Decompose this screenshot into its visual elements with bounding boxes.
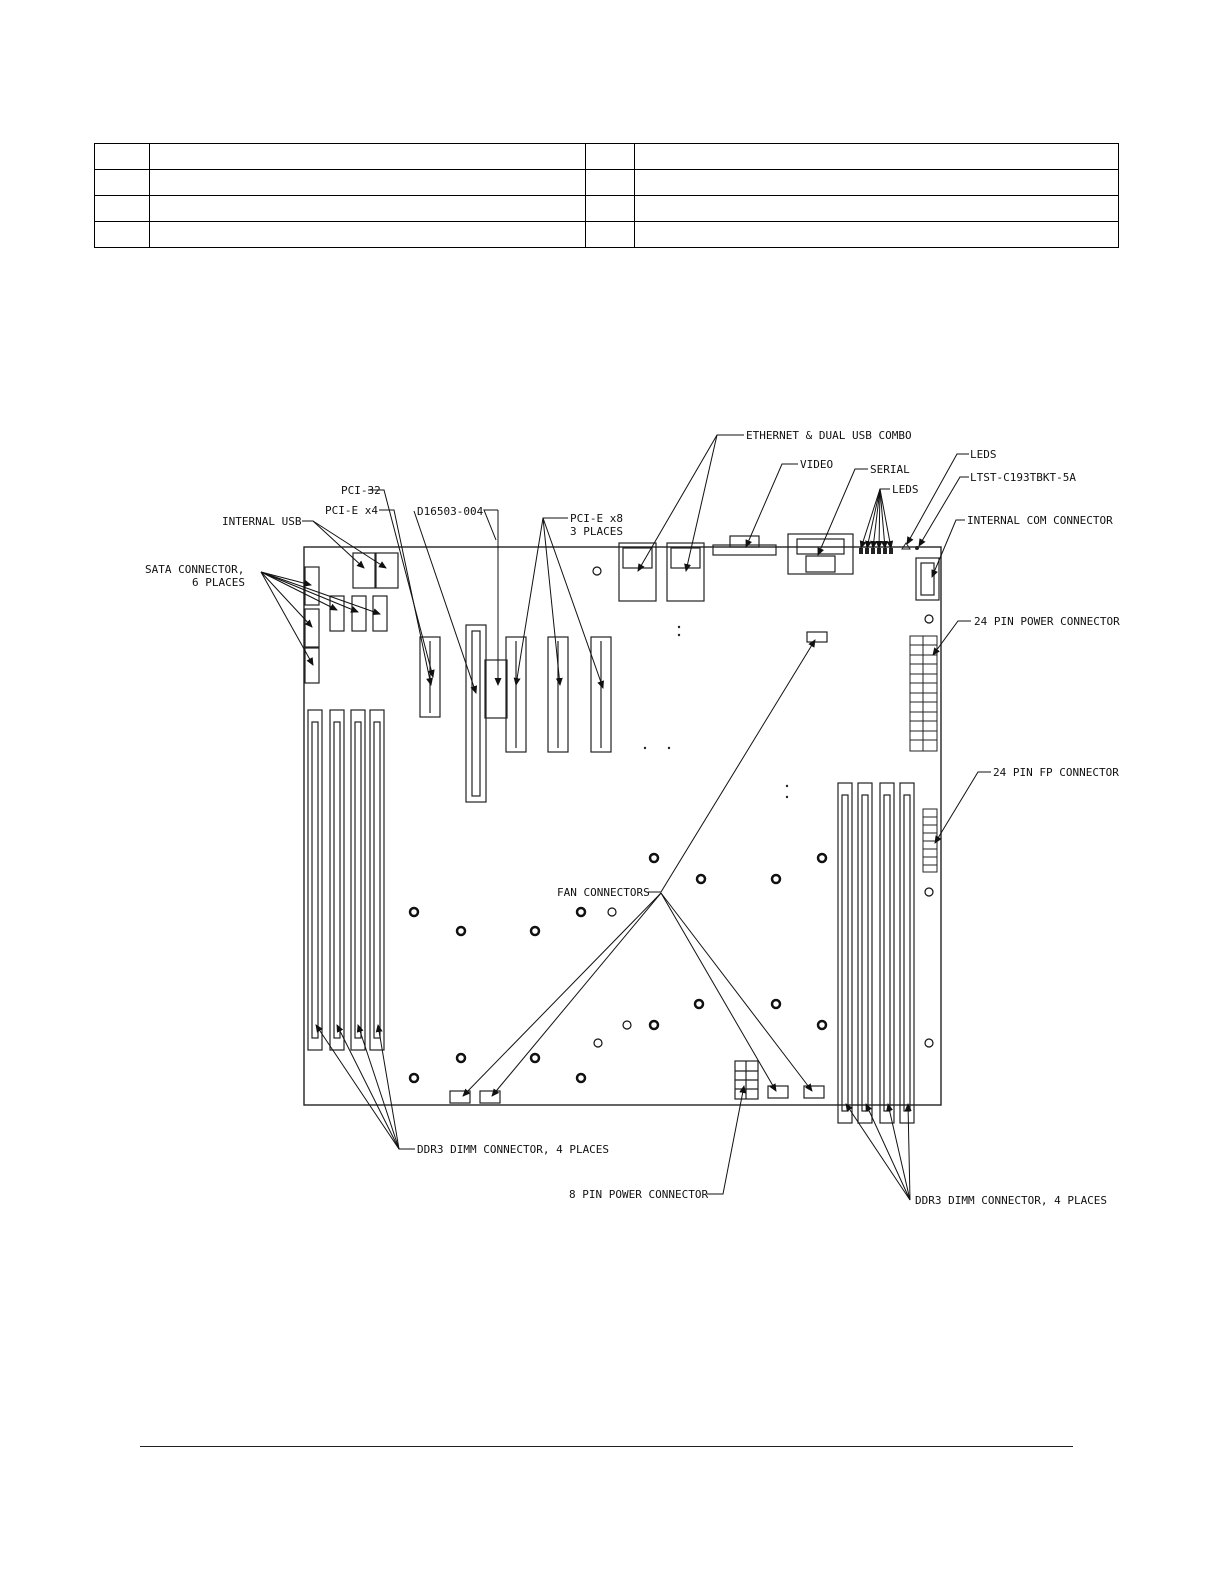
label-ddr3-right: DDR3 DIMM CONNECTOR, 4 PLACES <box>915 1194 1107 1207</box>
label-sata-line2: 6 PLACES <box>192 576 245 589</box>
label-serial: SERIAL <box>870 463 910 476</box>
d16503-chip <box>484 659 508 719</box>
fp-24pin-connector <box>922 808 938 873</box>
label-fan-connectors: FAN CONNECTORS <box>557 886 650 899</box>
table-cell <box>585 143 635 170</box>
dimm-slots-right <box>837 782 915 1124</box>
table-cell <box>149 169 586 196</box>
dimm-slots-left <box>307 709 385 1051</box>
leader-lines <box>260 434 991 1201</box>
label-internal-usb: INTERNAL USB <box>222 515 302 528</box>
power-8pin-connector <box>734 1060 759 1100</box>
table-cell <box>94 195 150 222</box>
table-cell <box>585 195 635 222</box>
internal-usb-headers <box>352 552 399 589</box>
table-row <box>94 169 1119 196</box>
label-leds-top: LEDS <box>970 448 997 461</box>
revision-table <box>94 143 1119 248</box>
label-power-24pin: 24 PIN POWER CONNECTOR <box>974 615 1120 628</box>
label-d16503: D16503-004 <box>417 505 484 518</box>
pcie-x8-slots <box>505 636 612 753</box>
label-internal-com: INTERNAL COM CONNECTOR <box>967 514 1113 527</box>
label-sata-line1: SATA CONNECTOR, <box>145 563 244 576</box>
table-row <box>94 221 1119 248</box>
fan-connectors <box>449 631 828 1104</box>
table-cell <box>149 221 586 248</box>
label-leds: LEDS <box>892 483 919 496</box>
video-connector <box>712 535 777 556</box>
power-24pin-connector <box>909 635 938 752</box>
serial-connector <box>787 533 854 575</box>
board-outline <box>303 546 942 1106</box>
sata-connectors <box>304 566 388 684</box>
label-ethernet-usb: ETHERNET & DUAL USB COMBO <box>746 429 912 442</box>
label-pcie-x8-line1: PCI-E x8 <box>570 512 623 525</box>
label-ltst: LTST-C193TBKT-5A <box>970 471 1076 484</box>
label-pci32: PCI-32 <box>341 484 381 497</box>
table-row <box>94 195 1119 222</box>
label-ddr3-left: DDR3 DIMM CONNECTOR, 4 PLACES <box>417 1143 609 1156</box>
internal-com-connector <box>915 557 940 601</box>
board-dots <box>643 625 789 799</box>
pci32-slot <box>465 624 487 803</box>
label-power-8pin: 8 PIN POWER CONNECTOR <box>569 1188 708 1201</box>
ethernet-usb-combo <box>618 542 705 602</box>
label-pcie-x4: PCI-E x4 <box>325 504 378 517</box>
label-fp-24pin: 24 PIN FP CONNECTOR <box>993 766 1119 779</box>
table-cell <box>634 221 1119 248</box>
table-cell <box>94 221 150 248</box>
label-pcie-x8-line2: 3 PLACES <box>570 525 623 538</box>
label-video: VIDEO <box>800 458 833 471</box>
table-cell <box>585 169 635 196</box>
table-cell <box>634 195 1119 222</box>
led-row <box>859 542 919 554</box>
footer-rule <box>140 1446 1073 1447</box>
mounting-holes <box>408 566 934 1084</box>
